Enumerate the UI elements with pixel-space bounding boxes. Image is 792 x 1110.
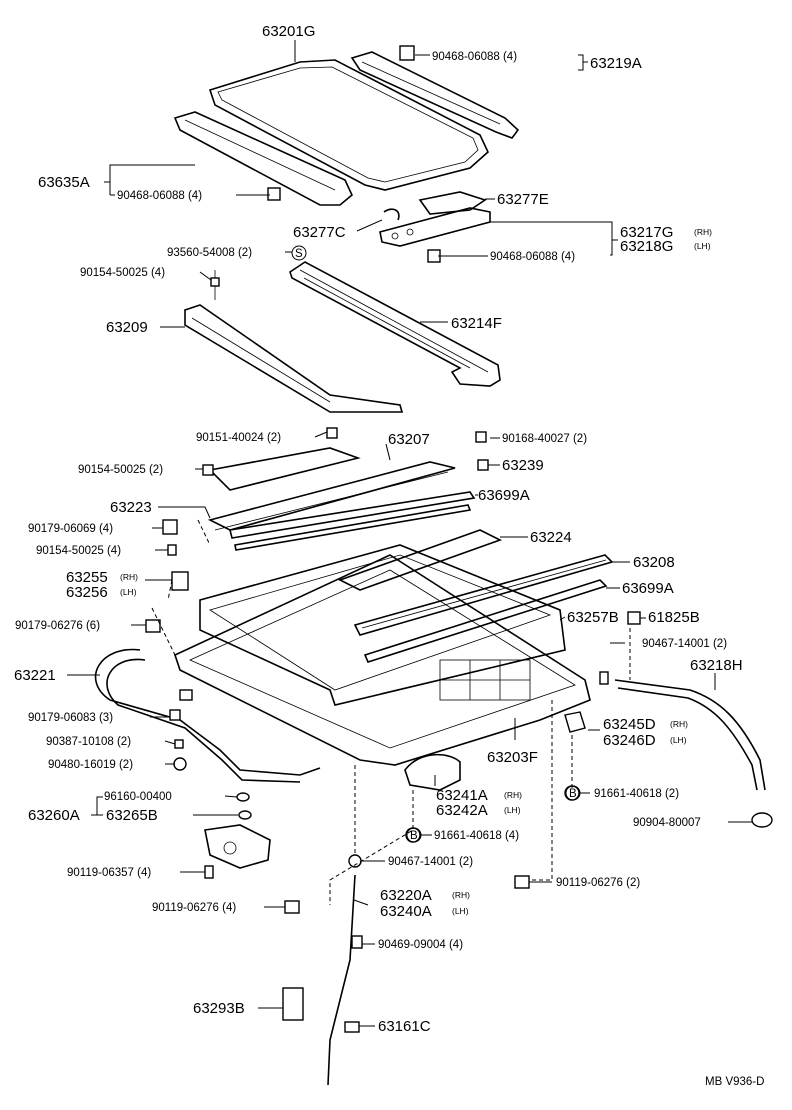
sunroof-housing-frame-drawing bbox=[174, 544, 591, 766]
label-90387: 90387-10108 (2) bbox=[46, 736, 131, 748]
side-garnish-drawing bbox=[173, 111, 353, 206]
label-63201G: 63201G bbox=[262, 23, 315, 40]
label-63245D-side: (RH) bbox=[670, 719, 688, 729]
label-91661-a: 91661-40618 (2) bbox=[594, 788, 679, 800]
circled-markers bbox=[291, 245, 581, 843]
label-90467-b: 90467-14001 (2) bbox=[388, 856, 473, 868]
label-63699A-b: 63699A bbox=[622, 580, 674, 597]
label-63293B: 63293B bbox=[193, 1000, 245, 1017]
label-63224: 63224 bbox=[530, 529, 572, 546]
label-93560: 93560-54008 (2) bbox=[167, 247, 252, 259]
label-90179-c: 90179-06083 (3) bbox=[28, 712, 113, 724]
label-63220A: 63220A bbox=[380, 887, 432, 904]
drive-motor-drawing bbox=[173, 757, 271, 879]
diagram-code: MB V936-D bbox=[705, 1076, 764, 1088]
label-63635A: 63635A bbox=[38, 174, 90, 191]
label-63241A: 63241A bbox=[436, 787, 488, 804]
drive-cable-drawing bbox=[282, 854, 530, 1086]
label-90168: 90168-40027 (2) bbox=[502, 433, 587, 445]
label-90179-b: 90179-06276 (6) bbox=[15, 620, 100, 632]
label-63209: 63209 bbox=[106, 319, 148, 336]
label-90469: 90469-09004 (4) bbox=[378, 939, 463, 951]
label-63265B: 63265B bbox=[106, 807, 158, 824]
label-63277C: 63277C bbox=[293, 224, 346, 241]
label-63240A-side: (LH) bbox=[452, 906, 469, 916]
label-90468-b: 90468-06088 (4) bbox=[117, 190, 202, 202]
label-63217G: 63217G bbox=[620, 224, 673, 241]
label-63245D: 63245D bbox=[603, 716, 656, 733]
label-63218G: 63218G bbox=[620, 238, 673, 255]
label-90468-c: 90468-06088 (4) bbox=[490, 251, 575, 263]
label-63219A: 63219A bbox=[590, 55, 642, 72]
label-63207: 63207 bbox=[388, 431, 430, 448]
label-b-mark-1: B bbox=[569, 788, 577, 800]
label-90179-a: 90179-06069 (4) bbox=[28, 523, 113, 535]
label-63277E: 63277E bbox=[497, 191, 549, 208]
label-90154-a: 90154-50025 (4) bbox=[80, 267, 165, 279]
label-b-mark-2: B bbox=[410, 830, 418, 842]
label-63218G-side: (LH) bbox=[694, 241, 711, 251]
label-63242A-side: (LH) bbox=[504, 805, 521, 815]
label-90119-c: 90119-06276 (4) bbox=[152, 902, 236, 914]
s-marker-circle bbox=[291, 245, 307, 261]
label-90119-b: 90119-06276 (2) bbox=[556, 877, 640, 889]
drip-rail-drawing bbox=[289, 261, 501, 387]
label-90119-a: 90119-06357 (4) bbox=[67, 867, 151, 879]
label-63217G-side: (RH) bbox=[694, 227, 712, 237]
wind-deflector-drawing bbox=[350, 45, 520, 139]
label-90154-c: 90154-50025 (4) bbox=[36, 545, 121, 557]
label-90154-b: 90154-50025 (2) bbox=[78, 464, 163, 476]
label-63208: 63208 bbox=[633, 554, 675, 571]
label-63255: 63255 bbox=[66, 569, 108, 586]
label-63256-side: (LH) bbox=[120, 587, 137, 597]
label-96160: 96160-00400 bbox=[104, 791, 172, 803]
small-clips-drawing bbox=[145, 459, 609, 749]
label-63239: 63239 bbox=[502, 457, 544, 474]
label-63221: 63221 bbox=[14, 667, 56, 684]
label-63241A-side: (RH) bbox=[504, 790, 522, 800]
label-63214F: 63214F bbox=[451, 315, 502, 332]
label-61825B: 61825B bbox=[648, 609, 700, 626]
label-63242A: 63242A bbox=[436, 802, 488, 819]
label-63218H: 63218H bbox=[690, 657, 743, 674]
label-90151: 90151-40024 (2) bbox=[196, 432, 281, 444]
label-90467-a: 90467-14001 (2) bbox=[642, 638, 727, 650]
label-90904: 90904-80007 bbox=[633, 817, 701, 829]
label-63699A-a: 63699A bbox=[478, 487, 530, 504]
label-90468-a: 90468-06088 (4) bbox=[432, 51, 517, 63]
label-63203F: 63203F bbox=[487, 749, 538, 766]
label-63255-side: (RH) bbox=[120, 572, 138, 582]
label-63220A-side: (RH) bbox=[452, 890, 470, 900]
part-labels: 63201G 90468-06088 (4) 63219A 63635A 904… bbox=[14, 23, 764, 1088]
label-s-mark: S bbox=[295, 248, 303, 260]
drain-hose-rear-drawing bbox=[614, 611, 773, 828]
leader-lines bbox=[67, 40, 752, 1027]
b-marker-circle-1 bbox=[565, 785, 581, 801]
label-63256: 63256 bbox=[66, 584, 108, 601]
label-91661-b: 91661-40618 (4) bbox=[434, 830, 519, 842]
label-63246D: 63246D bbox=[603, 732, 656, 749]
label-63161C: 63161C bbox=[378, 1018, 431, 1035]
guide-rail-drawing bbox=[202, 427, 487, 551]
label-63260A: 63260A bbox=[28, 807, 80, 824]
label-63223: 63223 bbox=[110, 499, 152, 516]
label-63246D-side: (LH) bbox=[670, 735, 687, 745]
guide-bracket-drawing bbox=[379, 191, 491, 263]
rear-drip-channel-drawing bbox=[184, 270, 404, 413]
glass-weatherstrip-drawing bbox=[208, 59, 489, 191]
assembly-dashed-lines bbox=[151, 519, 631, 905]
front-bracket-drawing bbox=[564, 711, 586, 801]
b-marker-circle-2 bbox=[406, 827, 422, 843]
drain-hose-front-drawing bbox=[94, 648, 321, 783]
label-90480: 90480-16019 (2) bbox=[48, 759, 133, 771]
label-63240A: 63240A bbox=[380, 903, 432, 920]
label-63257B: 63257B bbox=[567, 609, 619, 626]
